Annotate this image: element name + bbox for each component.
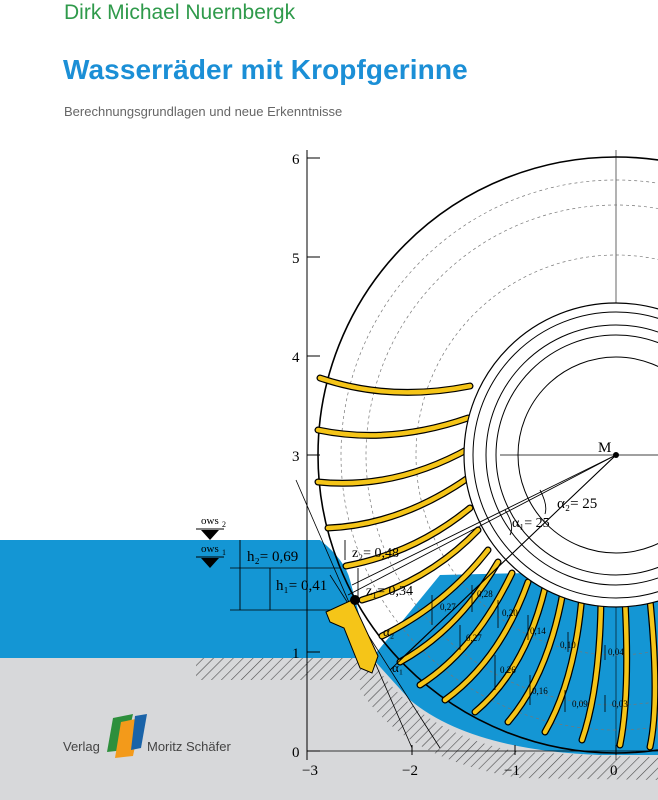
publisher-mark-icon (107, 714, 147, 758)
dim-value-1: 0,27 (440, 602, 456, 612)
publisher-verlag: Verlag (63, 739, 100, 754)
ows1-marker: ows 1 (196, 543, 226, 568)
dim-value-3: 0,20 (502, 608, 518, 618)
publisher-name: Moritz Schäfer (147, 739, 231, 754)
alpha2-label: α₂= 25 (557, 496, 597, 512)
svg-text:ows: ows (201, 515, 219, 527)
z1-label: z₁= 0,34 (366, 584, 413, 599)
svg-text:ows: ows (201, 543, 219, 555)
center-label: M (598, 440, 611, 456)
wheel-blades (314, 374, 658, 751)
book-title: Wasserräder mit Kropfgerinne (63, 54, 468, 85)
y-tick-3: 3 (292, 449, 300, 465)
dim-value-5: 0,14 (530, 626, 546, 636)
alpha1-label: α₁= 25 (512, 516, 550, 531)
wheel-outer-rim (317, 156, 658, 754)
inlet-gate (325, 599, 379, 674)
h1-label: h₁= 0,41 (276, 578, 327, 594)
dim-value-8: 0,16 (532, 686, 548, 696)
a2-label: α₂ (383, 624, 394, 639)
dim-value-2: 0,28 (477, 589, 493, 599)
h2-label: h₂= 0,69 (247, 549, 298, 565)
y-tick-1: 1 (292, 646, 300, 662)
dim-value-4: 0,27 (466, 633, 482, 643)
book-subtitle: Berechnungsgrundlagen und neue Erkenntni… (64, 104, 343, 119)
dim-value-7: 0,10 (560, 640, 576, 650)
author-name: Dirk Michael Nuernbergk (64, 1, 296, 24)
dim-value-10: 0,04 (608, 647, 624, 657)
ows2-marker: ows 2 (196, 515, 226, 540)
publisher-logo: Verlag Moritz Schäfer (63, 712, 263, 762)
y-tick-6: 6 (292, 152, 300, 168)
y-tick-4: 4 (292, 350, 300, 366)
svg-text:1: 1 (222, 548, 226, 557)
z2-label: z₂= 0,48 (352, 546, 399, 561)
dim-value-6: 0,26 (500, 665, 516, 675)
x-tick-minus1: −1 (504, 763, 520, 779)
x-tick-minus2: −2 (402, 763, 418, 779)
y-tick-0: 0 (292, 745, 300, 761)
water-upstream (0, 540, 372, 658)
svg-text:2: 2 (222, 520, 226, 529)
dim-value-11: 0,03 (612, 699, 628, 709)
y-tick-5: 5 (292, 251, 300, 267)
a1-label: α₁ (392, 660, 403, 675)
dim-value-9: 0,09 (572, 699, 588, 709)
x-tick-0: 0 (610, 763, 618, 779)
x-tick-minus3: −3 (302, 763, 318, 779)
